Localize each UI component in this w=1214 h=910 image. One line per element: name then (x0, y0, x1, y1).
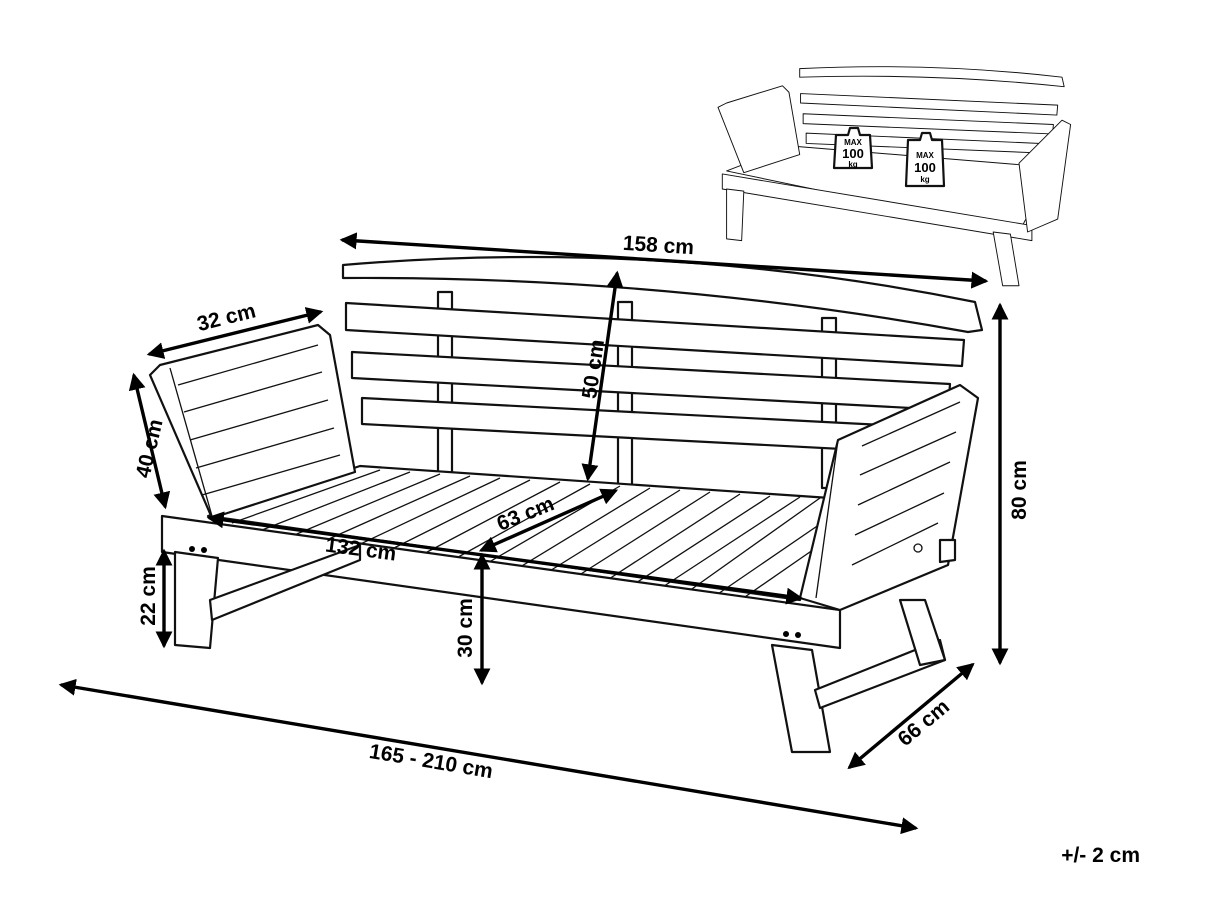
svg-text:MAX: MAX (844, 138, 862, 147)
label-total-height: 80 cm (1008, 460, 1031, 520)
svg-text:100: 100 (914, 160, 936, 175)
tolerance-note: +/- 2 cm (1061, 844, 1140, 867)
weight-badge-2: MAX 100 kg (904, 131, 946, 188)
svg-text:MAX: MAX (916, 151, 934, 160)
dim-arrow-backrest-height (581, 270, 624, 482)
weight-badge-1: MAX 100 kg (832, 126, 874, 170)
dim-arrow-total-width (58, 678, 919, 835)
svg-text:kg: kg (920, 175, 929, 184)
dim-arrow-top-width (339, 232, 989, 289)
bench-preview-illustration (717, 66, 1072, 287)
label-top-width: 158 cm (622, 232, 695, 259)
label-leg-height: 22 cm (137, 566, 160, 626)
label-armrest-height: 40 cm (132, 417, 168, 480)
svg-text:kg: kg (848, 160, 857, 169)
dim-arrow-seat-width (206, 511, 804, 605)
svg-text:100: 100 (842, 146, 864, 161)
dim-arrow-armrest-height (128, 372, 171, 510)
label-seat-height: 30 cm (454, 598, 477, 658)
bench-main-illustration (148, 255, 984, 754)
dim-arrow-armrest-depth (146, 307, 324, 359)
